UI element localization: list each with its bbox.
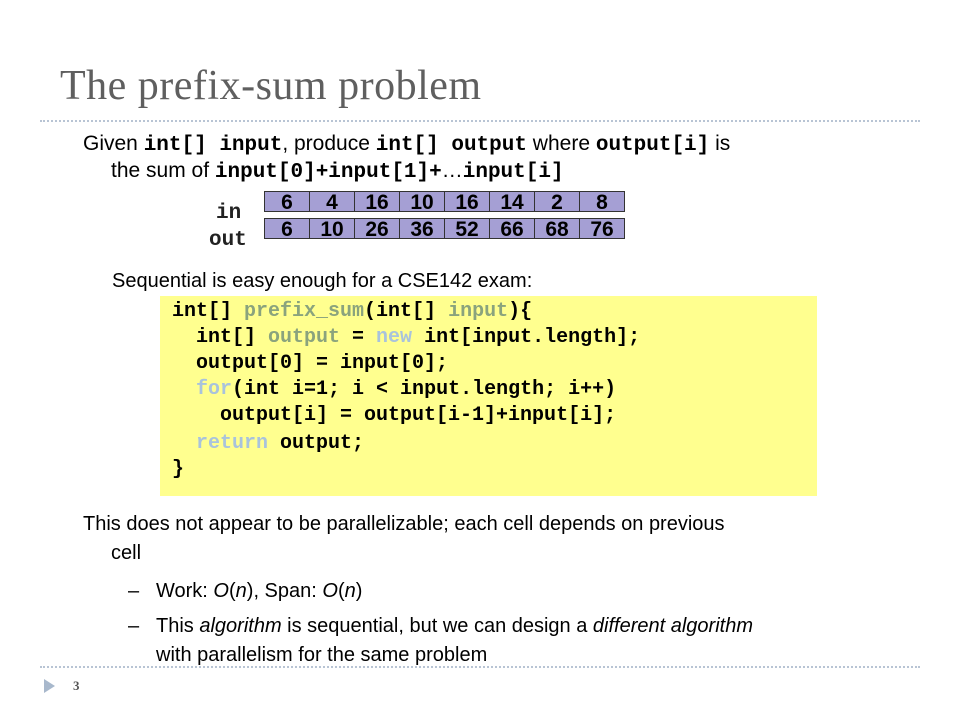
- code-token: (int[]: [364, 300, 449, 323]
- code-token: for: [196, 378, 233, 401]
- code-token: output;: [268, 432, 365, 455]
- bullet-text: where: [526, 132, 596, 155]
- sub-text: (: [228, 580, 236, 602]
- in-array-cell: 16: [444, 191, 490, 213]
- triangle-bullet-icon: [44, 679, 55, 693]
- code-token: int[]: [172, 300, 245, 323]
- bullet-text: the sum of: [111, 159, 215, 182]
- code-token: prefix_sum: [244, 300, 365, 323]
- code-term: input[0]+input[1]+: [214, 161, 442, 184]
- code-token: input: [448, 300, 509, 323]
- out-array-cell: 68: [534, 218, 580, 240]
- sub-text: O: [322, 580, 338, 602]
- code-token: =: [340, 326, 377, 349]
- code-token: output: [268, 326, 341, 349]
- bullet-text: cell: [111, 542, 142, 564]
- out-array-cell: 36: [399, 218, 445, 240]
- dash-marker: –: [128, 615, 140, 637]
- sub-bullet-different-algorithm: –This algorithm is sequential, but we ca…: [128, 612, 908, 670]
- bullet-text: This does not appear to be parallelizabl…: [83, 513, 725, 535]
- code-term: int[] input: [143, 134, 283, 157]
- sub-text: n: [235, 580, 247, 602]
- sub-text: O: [213, 580, 229, 602]
- code-token: int[input.length];: [412, 326, 641, 349]
- code-term: input[i]: [462, 161, 564, 184]
- code-line-1: int[] prefix_sum(int[] input){: [172, 300, 532, 324]
- in-array-cell: 10: [399, 191, 445, 213]
- in-array-cell: 2: [534, 191, 580, 213]
- bullet-text: is: [709, 132, 731, 155]
- code-line-3: output[0] = input[0];: [172, 352, 449, 375]
- bullet-problem-statement: Given int[] input, produce int[] output …: [83, 131, 883, 185]
- sub-text: Work:: [156, 580, 214, 602]
- out-array-cell: 76: [579, 218, 625, 240]
- bullet-sequential: Sequential is easy enough for a CSE142 e…: [112, 270, 533, 292]
- slide-title: The prefix-sum problem: [60, 63, 482, 109]
- out-array-cell: 6: [264, 218, 310, 240]
- in-array-cell: 8: [579, 191, 625, 213]
- sub-text: (: [337, 580, 345, 602]
- sub-text: This: [156, 615, 200, 637]
- in-array-cell: 6: [264, 191, 310, 213]
- code-term: int[] output: [375, 134, 527, 157]
- code-token: (int i=1; i < input.length; i++): [232, 378, 617, 401]
- out-array-cell: 52: [444, 218, 490, 240]
- code-line-7: }: [172, 458, 185, 481]
- out-array-cell: 10: [309, 218, 355, 240]
- bullet-text: …: [441, 159, 463, 182]
- sub-bullet-work-span: –Work: O(n), Span: O(n): [128, 577, 362, 606]
- in-array-cell: 4: [309, 191, 355, 213]
- bullet-not-parallelizable: This does not appear to be parallelizabl…: [83, 510, 883, 568]
- sub-text: is sequential, but we can design a: [281, 615, 593, 637]
- code-token: [172, 432, 196, 455]
- code-token: [172, 378, 196, 401]
- code-token: return: [196, 432, 269, 455]
- code-line-4: for(int i=1; i < input.length; i++): [172, 378, 616, 402]
- in-array-cell: 16: [354, 191, 400, 213]
- bullet-text: , produce: [282, 132, 376, 155]
- footer-divider: [40, 666, 920, 668]
- code-token: new: [376, 326, 413, 349]
- sub-text: ): [355, 580, 363, 602]
- bullet-text: Given: [83, 132, 144, 155]
- code-line-5: output[i] = output[i-1]+input[i];: [172, 404, 617, 427]
- bullet-line-2: the sum of input[0]+input[1]+…input[i]: [83, 158, 883, 185]
- code-line-2: int[] output = new int[input.length];: [172, 326, 640, 350]
- in-array-cell: 14: [489, 191, 535, 213]
- dash-marker: –: [128, 580, 140, 602]
- page-number: 3: [73, 678, 80, 693]
- sub-text: n: [344, 580, 356, 602]
- code-term: output[i]: [595, 134, 710, 157]
- sub-text: ), Span:: [246, 580, 323, 602]
- sub-text: with parallelism for the same problem: [156, 644, 488, 666]
- in-array-label: in: [216, 202, 242, 225]
- out-array-label: out: [209, 229, 247, 252]
- out-array-cell: 26: [354, 218, 400, 240]
- sub-text: algorithm: [199, 615, 282, 637]
- code-token: int[]: [172, 326, 269, 349]
- out-array-cell: 66: [489, 218, 535, 240]
- title-divider: [40, 120, 920, 122]
- code-block: int[] prefix_sum(int[] input){ int[] out…: [160, 296, 817, 496]
- sub-text: different algorithm: [592, 615, 753, 637]
- code-token: ){: [508, 300, 533, 323]
- code-line-6: return output;: [172, 432, 364, 456]
